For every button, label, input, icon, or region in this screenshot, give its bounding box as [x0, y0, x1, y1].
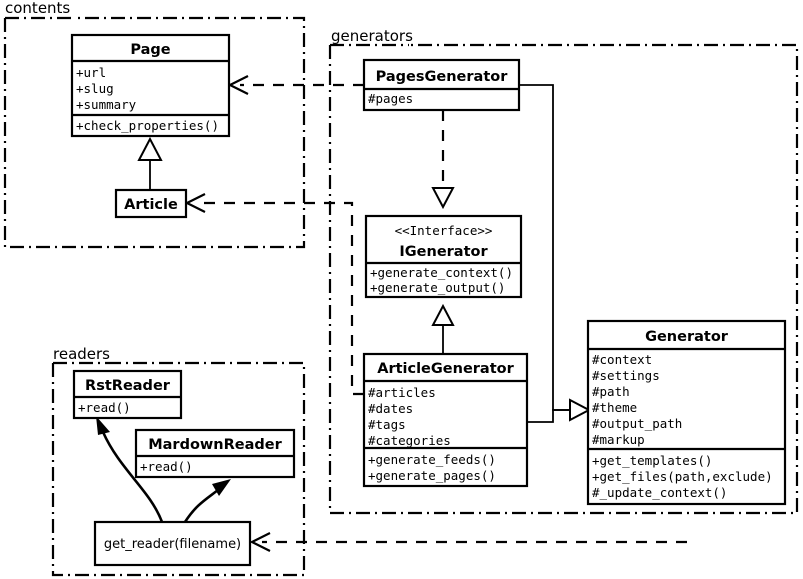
- class-pages-generator[interactable]: PagesGenerator #pages: [362, 58, 521, 112]
- class-generator-operation-get-templates: +get_templates(): [592, 453, 712, 468]
- package-readers-border: [51, 361, 306, 577]
- getreader-mardownreader-curve: [183, 488, 219, 523]
- package-contents-label: contents: [5, 0, 70, 17]
- class-article-generator-box[interactable]: [362, 352, 529, 488]
- class-generator-box[interactable]: [586, 319, 787, 506]
- class-article-generator[interactable]: ArticleGenerator #articles #dates #tags …: [362, 352, 529, 488]
- relation-generator-uses-get-reader: [249, 532, 687, 552]
- class-page-attribute-url: +url: [76, 65, 106, 80]
- class-mardown-reader-operation-read: +read(): [140, 459, 193, 474]
- package-readers: readers: [51, 345, 306, 577]
- class-mardown-reader-box[interactable]: [134, 428, 296, 479]
- class-generator-operation-update-context: #_update_context(): [592, 485, 727, 500]
- class-pages-generator-title: PagesGenerator: [376, 69, 509, 85]
- class-article[interactable]: Article: [114, 188, 188, 219]
- class-page-title: Page: [130, 42, 170, 58]
- dependency-arrowhead-page: [227, 75, 249, 95]
- articlegenerator-article-line: [197, 201, 364, 396]
- class-igenerator[interactable]: <<Interface>> IGenerator +generate_conte…: [364, 214, 523, 299]
- realization-arrowhead-igenerator: [431, 187, 455, 210]
- class-rst-reader[interactable]: RstReader +read(): [72, 369, 183, 420]
- return-arrowhead-mardownreader: [212, 479, 231, 496]
- class-generator-attribute-settings: #settings: [592, 368, 660, 383]
- function-get-reader[interactable]: get_reader(filename): [93, 520, 252, 567]
- package-readers-label: readers: [53, 345, 110, 363]
- class-rst-reader-title: RstReader: [85, 378, 171, 394]
- generalization-arrowhead-page: [137, 136, 163, 161]
- dependency-arrowhead-article: [184, 193, 206, 213]
- class-generator-operation-get-files: +get_files(path,exclude): [592, 469, 773, 484]
- package-contents-border: [3, 16, 306, 249]
- relation-articlegenerator-realizes-igenerator: [431, 303, 455, 356]
- class-article-generator-operation-generate-feeds: +generate_feeds(): [368, 452, 496, 467]
- class-pages-generator-box[interactable]: [362, 58, 521, 112]
- generalization-arrowhead-generator: [569, 398, 592, 422]
- class-igenerator-box[interactable]: [364, 214, 523, 299]
- relation-pagesgenerator-uses-page: [227, 75, 364, 95]
- class-page-box[interactable]: [70, 33, 231, 138]
- relation-get-reader-returns-mardownreader: [183, 479, 231, 523]
- class-page-attribute-summary: +summary: [76, 97, 137, 112]
- class-mardown-reader-title: MardownReader: [148, 437, 282, 453]
- class-generator-attribute-context: #context: [592, 352, 652, 367]
- function-get-reader-label: get_reader(filename): [104, 537, 241, 552]
- class-article-generator-attribute-articles: #articles: [368, 385, 436, 400]
- class-igenerator-stereotype: <<Interface>>: [395, 223, 493, 238]
- class-generator-attribute-path: #path: [592, 384, 630, 399]
- class-article-generator-title: ArticleGenerator: [377, 361, 514, 377]
- return-arrowhead-rstreader: [96, 416, 110, 435]
- class-article-generator-attribute-tags: #tags: [368, 417, 406, 432]
- class-article-generator-attribute-dates: #dates: [368, 401, 413, 416]
- class-generator-attribute-markup: #markup: [592, 432, 645, 447]
- class-generator-attribute-theme: #theme: [592, 400, 637, 415]
- relation-get-reader-returns-rstreader: [96, 416, 164, 523]
- class-page[interactable]: Page +url +slug +summary +check_properti…: [70, 33, 231, 138]
- relation-pagesgenerator-realizes-igenerator: [431, 110, 455, 210]
- class-article-box[interactable]: [114, 188, 188, 219]
- class-page-operation-check-properties: +check_properties(): [76, 118, 219, 133]
- class-article-title: Article: [124, 197, 178, 213]
- class-pages-generator-attribute-pages: #pages: [368, 91, 413, 106]
- package-contents: contents: [3, 0, 306, 249]
- class-igenerator-operation-generate-output: +generate_output(): [370, 280, 505, 295]
- getreader-rstreader-curve: [101, 431, 164, 523]
- generalization-arrowhead-igenerator: [431, 303, 455, 326]
- class-page-attribute-slug: +slug: [76, 81, 114, 96]
- class-igenerator-operation-generate-context: +generate_context(): [370, 265, 513, 280]
- class-article-generator-attribute-categories: #categories: [368, 433, 451, 448]
- class-igenerator-title: IGenerator: [399, 244, 488, 260]
- relation-article-generalizes-page: [137, 136, 163, 190]
- class-generator[interactable]: Generator #context #settings #path #them…: [586, 319, 787, 506]
- class-rst-reader-operation-read: +read(): [78, 400, 131, 415]
- class-article-generator-operation-generate-pages: +generate_pages(): [368, 468, 496, 483]
- package-generators-border: [328, 43, 799, 515]
- class-rst-reader-box[interactable]: [72, 369, 183, 420]
- relation-articlegenerator-generalizes-generator: [527, 398, 592, 423]
- function-get-reader-box[interactable]: [93, 520, 252, 567]
- dependency-arrowhead-get-reader: [249, 532, 271, 552]
- articlegenerator-generator-line: [527, 409, 570, 423]
- package-generators-label: generators: [331, 27, 413, 45]
- package-generators: generators: [328, 27, 799, 515]
- class-generator-title: Generator: [645, 329, 729, 345]
- class-mardown-reader[interactable]: MardownReader +read(): [134, 428, 296, 479]
- class-generator-attribute-output-path: #output_path: [592, 416, 682, 431]
